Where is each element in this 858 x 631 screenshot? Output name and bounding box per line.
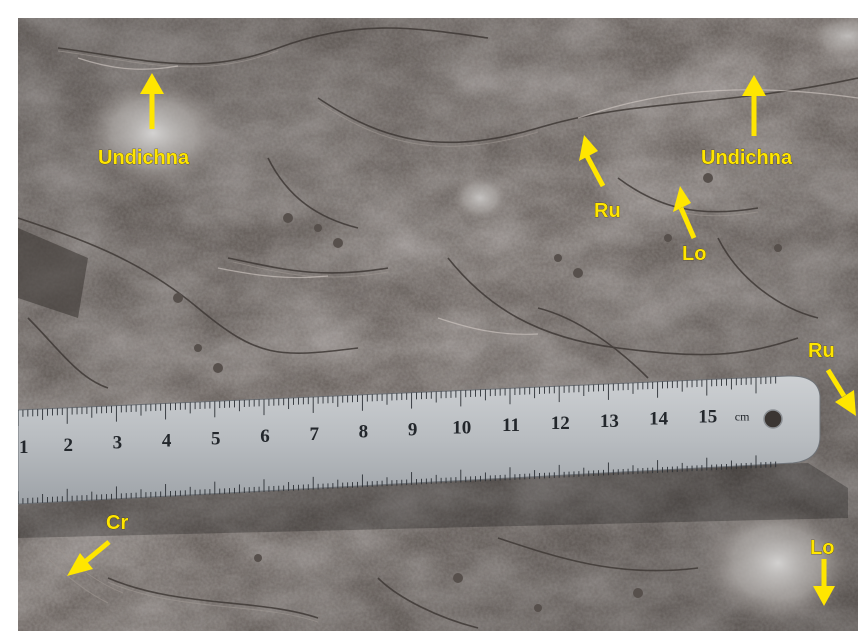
arrow-up-icon xyxy=(742,75,766,136)
arrow-down-right-icon xyxy=(825,368,856,416)
ruler-number: 3 xyxy=(113,433,123,454)
arrow-up-left-icon xyxy=(579,135,606,188)
label-undichna-right: Undichna xyxy=(701,147,793,169)
ruler-number: 15 xyxy=(698,407,717,428)
ruler-number: 1 xyxy=(19,437,29,458)
label-lo-right: Lo xyxy=(810,537,834,559)
ruler-number: 4 xyxy=(162,430,172,451)
arrow-up-left-icon xyxy=(673,186,697,239)
arrow-down-icon xyxy=(813,559,835,606)
ruler-number: 5 xyxy=(211,428,221,449)
rock-cracks xyxy=(18,27,858,629)
ruler-hang-hole xyxy=(763,409,783,429)
annotation-labels: Undichna Undichna Ru Lo Ru Lo Cr xyxy=(98,147,835,560)
label-ru-center: Ru xyxy=(594,200,621,222)
arrow-up-icon xyxy=(140,73,164,129)
arrow-down-left-icon xyxy=(67,540,111,576)
ruler-number: 9 xyxy=(408,420,418,441)
label-lo-center: Lo xyxy=(682,243,706,265)
rock-nodules xyxy=(173,173,782,612)
ruler-number: 12 xyxy=(551,413,570,434)
ruler-number: 13 xyxy=(600,411,619,432)
label-undichna-left: Undichna xyxy=(98,147,190,169)
label-cr: Cr xyxy=(106,512,128,534)
annotation-arrows xyxy=(67,73,856,606)
ruler-unit-label: cm xyxy=(735,409,750,423)
ruler-number: 7 xyxy=(309,424,319,445)
ruler-number: 8 xyxy=(359,422,369,443)
ruler-number: 11 xyxy=(502,415,520,436)
ruler-number: 6 xyxy=(260,426,270,447)
trace-fossil-trails xyxy=(77,57,858,335)
pale-patch xyxy=(703,503,853,623)
pale-patch xyxy=(83,78,223,188)
ruler-number: 2 xyxy=(63,435,72,456)
label-ru-right: Ru xyxy=(808,340,835,362)
ruler-number: 10 xyxy=(452,417,471,438)
ruler-number: 14 xyxy=(649,409,669,430)
